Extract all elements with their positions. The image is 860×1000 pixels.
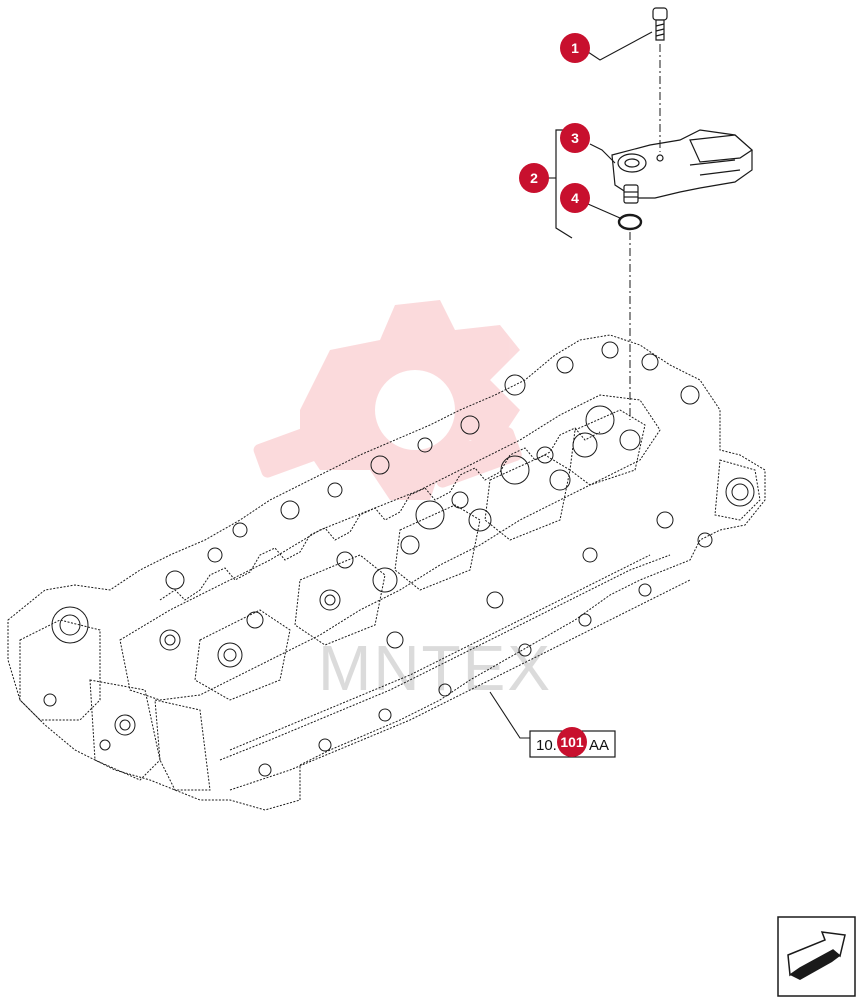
sensor-part <box>611 129 753 204</box>
leader-lines <box>489 31 653 739</box>
callout-2-label: 2 <box>530 170 538 186</box>
callout-4[interactable]: 4 <box>560 183 590 213</box>
callout-2[interactable]: 2 <box>519 163 549 193</box>
callout-1[interactable]: 1 <box>560 33 590 63</box>
callout-1-label: 1 <box>571 40 579 56</box>
reference-link[interactable]: 10. AA 101 <box>529 727 616 758</box>
watermark-logo <box>253 300 522 500</box>
group-bracket <box>555 129 573 239</box>
callout-4-label: 4 <box>571 190 579 206</box>
screw-part <box>652 7 668 41</box>
head-bosses <box>43 341 755 777</box>
callout-3[interactable]: 3 <box>560 123 590 153</box>
watermark-text: MNTEX <box>318 632 552 704</box>
assembly-axis <box>629 44 661 420</box>
page-arrow-icon[interactable] <box>777 916 856 997</box>
o-ring-part <box>617 213 643 231</box>
cylinder-head <box>7 334 766 811</box>
reference-suffix: AA <box>589 737 609 754</box>
reference-badge: 101 <box>560 734 584 750</box>
reference-prefix: 10. <box>536 737 557 754</box>
callout-3-label: 3 <box>571 130 579 146</box>
